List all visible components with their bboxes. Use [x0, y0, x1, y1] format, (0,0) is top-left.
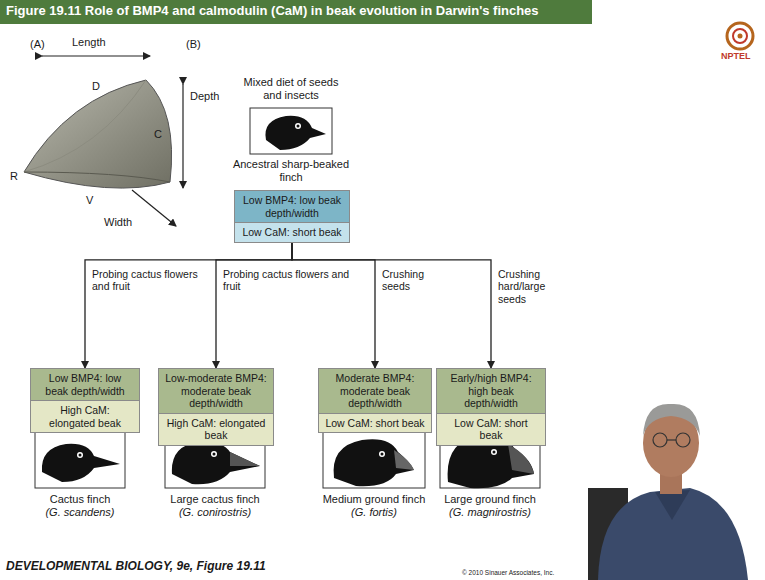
- text-label: Depth: [190, 90, 219, 103]
- text-label: (A): [30, 38, 45, 51]
- node-text: High CaM: elongated beak: [164, 417, 268, 442]
- cam-band: Low CaM: short beak: [234, 222, 350, 243]
- text-label: D: [92, 80, 100, 93]
- logo-text: NPTEL: [721, 51, 751, 61]
- title-bar: [0, 0, 592, 24]
- cam-band: Low CaM: short beak: [436, 413, 546, 446]
- text-label: (G. scandens): [20, 506, 140, 519]
- text-label: V: [86, 194, 93, 207]
- text-label: C: [154, 128, 162, 141]
- text-label: © 2010 Sinauer Associates, Inc.: [462, 569, 554, 576]
- branch-arrow: [85, 243, 292, 368]
- beak-model: [24, 56, 183, 226]
- text-label: Width: [104, 216, 132, 229]
- edge-label: Probing cactus flowers and fruit: [222, 268, 364, 293]
- bmp4-band: Low BMP4: low beak depth/width: [234, 190, 350, 223]
- text-label: Cactus finch: [20, 493, 140, 506]
- text-label: R: [10, 170, 18, 183]
- node-text: Early/high BMP4: high beak depth/width: [442, 372, 540, 410]
- branch-arrow: [292, 243, 491, 368]
- text-label: (B): [186, 38, 201, 51]
- node-text: Low CaM: short beak: [240, 226, 344, 239]
- cam-band: Low CaM: short beak: [318, 413, 432, 434]
- text-label: (G. magnirostris): [430, 506, 550, 519]
- node-text: Low BMP4: low beak depth/width: [36, 372, 134, 397]
- node-text: Low-moderate BMP4: moderate beak depth/w…: [164, 372, 268, 410]
- node-text: Low CaM: short beak: [324, 417, 426, 430]
- text-label: Large ground finch: [430, 493, 550, 506]
- node-text: Low CaM: short beak: [442, 417, 540, 442]
- figure-title: Figure 19.11 Role of BMP4 and calmodulin…: [6, 4, 539, 19]
- text-label: Length: [72, 36, 106, 49]
- text-label: (G. conirostris): [155, 506, 275, 519]
- text-label: Mixed diet of seeds and insects: [236, 76, 346, 101]
- node-text: High CaM: elongated beak: [36, 404, 134, 429]
- bmp4-band: Low BMP4: low beak depth/width: [30, 368, 140, 401]
- bmp4-band: Early/high BMP4: high beak depth/width: [436, 368, 546, 414]
- text-label: DEVELOPMENTAL BIOLOGY, 9e, Figure 19.11: [6, 560, 266, 574]
- branch-arrow: [292, 243, 375, 368]
- lecturer-photo: [588, 404, 748, 580]
- bmp4-band: Low-moderate BMP4: moderate beak depth/w…: [158, 368, 274, 414]
- edge-label: Probing cactus flowers and fruit: [91, 268, 205, 293]
- branch-arrow: [216, 243, 292, 368]
- edge-label: Crushing seeds: [381, 268, 443, 293]
- nptel-logo: [727, 23, 753, 49]
- cam-band: High CaM: elongated beak: [158, 413, 274, 446]
- edge-label: Crushing hard/large seeds: [497, 268, 571, 306]
- node-text: Low BMP4: low beak depth/width: [240, 194, 344, 219]
- text-label: Large cactus finch: [155, 493, 275, 506]
- bmp4-band: Moderate BMP4: moderate beak depth/width: [318, 368, 432, 414]
- cam-band: High CaM: elongated beak: [30, 400, 140, 433]
- text-label: Medium ground finch: [314, 493, 434, 506]
- text-label: (G. fortis): [314, 506, 434, 519]
- text-label: Ancestral sharp-beaked finch: [220, 158, 362, 183]
- node-text: Moderate BMP4: moderate beak depth/width: [324, 372, 426, 410]
